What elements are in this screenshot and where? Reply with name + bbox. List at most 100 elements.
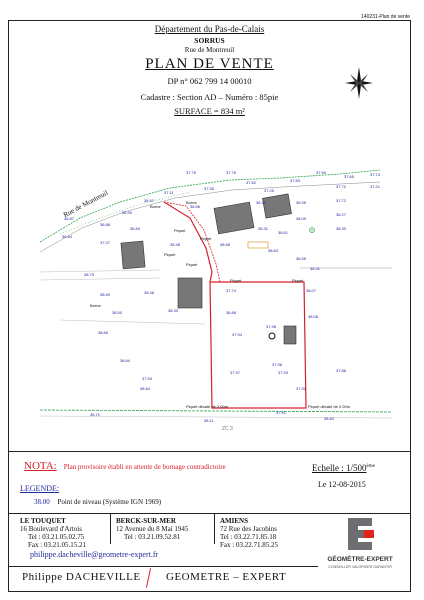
zone-label: ZC 3: [222, 426, 233, 432]
piquet-label: Piquet: [200, 236, 212, 241]
office-tel: Tel : 03.22.71.85.18: [220, 533, 277, 541]
site-plan-drawing: [40, 169, 392, 419]
spot-height: 37.97: [230, 370, 241, 375]
office-separator: [110, 514, 111, 544]
spot-height: 38.50: [112, 310, 123, 315]
spot-height: 36.84: [130, 226, 141, 231]
spot-height: 38.84: [140, 386, 151, 391]
spot-height: 38.09: [296, 216, 307, 221]
piquet-label: Piquet: [186, 262, 198, 267]
spot-height: 37.11: [164, 190, 174, 195]
spot-height: 38.64: [120, 358, 131, 363]
spot-height: 37.76: [226, 170, 237, 175]
office-city: BERCK-SUR-MER: [116, 517, 176, 525]
office-tel: Tel : 03.21.05.02.75: [28, 533, 85, 541]
spot-height: 38.31: [310, 266, 321, 271]
surveyor-profession: GEOMETRE – EXPERT: [166, 571, 287, 583]
scale-suffix: ème: [366, 464, 375, 469]
legend-text: Point de niveau (Système IGN 1969): [57, 498, 162, 506]
site-plan-map: Rue de Montreuil Borne Borne Borne Pique…: [40, 160, 392, 438]
department-title: Département du Pas-de-Calais: [154, 24, 265, 34]
borne-label: Borne: [90, 303, 101, 308]
spot-height: 38.07: [306, 288, 317, 293]
legende-label: LEGENDE:: [20, 484, 60, 493]
street-name: Rue de Montreuil: [184, 46, 235, 54]
piquet-label: Piquet: [164, 252, 176, 257]
piquet-label: Piquet: [292, 278, 304, 283]
piquet-label: Piquet: [174, 228, 186, 233]
office-fax: Fax : 03.21.05.15.21: [28, 541, 86, 549]
spot-height: 36.71: [90, 412, 101, 417]
plan-title: PLAN DE VENTE: [145, 56, 274, 72]
spot-height: 37.74: [226, 288, 237, 293]
borne-label: Borne: [186, 200, 197, 205]
header-block: Département du Pas-de-Calais SORRUS Rue …: [8, 24, 411, 117]
spot-height: 38.46: [144, 290, 155, 295]
office-tel: Tel : 03.21.09.52.81: [124, 533, 181, 541]
divider-line: [8, 566, 318, 567]
office-fax: Fax : 03.22.71.85.25: [220, 541, 278, 549]
geometre-expert-logo: GÉOMÈTRE-EXPERT CONSEILLER VALORISER GAR…: [318, 514, 402, 572]
spot-height: 37.25: [264, 188, 275, 193]
legend-entry: 38.00 Point de niveau (Système IGN 1969): [34, 498, 161, 506]
spot-height: 38.68: [220, 242, 231, 247]
piquet-offset-right: Piquet décalé de 2.00m: [308, 404, 351, 409]
spot-height: 37.83: [290, 178, 301, 183]
office-address: 12 Avenue du 8 Mai 1945: [116, 525, 189, 533]
spot-height: 38.48: [170, 242, 181, 247]
office-amiens: AMIENS 72 Rue des Jacobins Tel : 03.22.7…: [220, 517, 278, 549]
spot-height: 38.56: [190, 204, 201, 209]
document-date: Le 12-08-2015: [318, 480, 366, 489]
surface-info: SURFACE = 834 m²: [174, 106, 245, 116]
spot-height: 37.94: [142, 376, 153, 381]
scale-block: Echelle : 1/500ème: [312, 463, 375, 473]
scale-label: Echelle : 1/500: [312, 463, 367, 473]
spot-height: 37.93: [278, 370, 289, 375]
office-address: 72 Rue des Jacobins: [220, 525, 277, 533]
logo-tagline: CONSEILLER VALORISER GARANTIR: [328, 565, 392, 569]
spot-height: 36.55: [296, 256, 307, 261]
nota-text: Plan provisoire établi en attente de bor…: [63, 463, 226, 471]
spot-height: 37.94: [232, 332, 243, 337]
spot-height: 38.30: [336, 226, 347, 231]
office-separator: [214, 514, 215, 544]
spot-height: 38.84: [324, 416, 335, 421]
borne-label: Borne: [150, 204, 161, 209]
spot-height: 37.07: [100, 240, 111, 245]
nota-line: NOTA: Plan provisoire établi en attente …: [24, 456, 226, 474]
divider-line: [8, 513, 411, 514]
office-address: 16 Boulevard d'Artois: [20, 525, 82, 533]
spot-height: 37.96: [266, 324, 277, 329]
contact-email[interactable]: philippe.dacheville@geometre-expert.fr: [30, 550, 159, 559]
document-reference: 140231-Plan de vente: [361, 14, 410, 20]
spot-height: 37.55: [204, 186, 215, 191]
spot-height: 37.96: [272, 362, 283, 367]
spot-height: 37.62: [246, 180, 257, 185]
spot-height: 37.72: [336, 198, 347, 203]
spot-height: 37.74: [370, 172, 381, 177]
spot-height: 37.86: [336, 368, 347, 373]
office-city: AMIENS: [220, 517, 249, 525]
spot-height: 37.21: [370, 184, 381, 189]
spot-height: 37.72: [336, 184, 347, 189]
surveyor-name: Philippe DACHEVILLE: [22, 571, 141, 583]
spot-height: 38.63: [268, 248, 279, 253]
office-le-touquet: LE TOUQUET 16 Boulevard d'Artois Tel : 0…: [20, 517, 86, 549]
spot-height: 38.27: [336, 212, 347, 217]
spot-height: 37.91: [276, 410, 287, 415]
spot-height: 38.08: [308, 314, 319, 319]
page-frame: [8, 20, 411, 592]
spot-height: 36.87: [64, 216, 75, 221]
dp-number: DP n° 062 799 14 00010: [167, 76, 252, 86]
spot-height: 38.33: [168, 308, 179, 313]
logo-brand: GÉOMÈTRE-EXPERT: [327, 556, 393, 563]
spot-height: 37.52: [296, 386, 307, 391]
spot-height: 36.90: [122, 210, 133, 215]
spot-height: 38.11: [204, 418, 214, 423]
spot-height: 36.64: [62, 234, 73, 239]
spot-height: 37.54: [316, 170, 327, 175]
commune-name: SORRUS: [194, 36, 225, 45]
spot-height: 38.61: [278, 230, 289, 235]
divider-line: [8, 451, 411, 452]
logo-mark-icon: [346, 516, 374, 552]
